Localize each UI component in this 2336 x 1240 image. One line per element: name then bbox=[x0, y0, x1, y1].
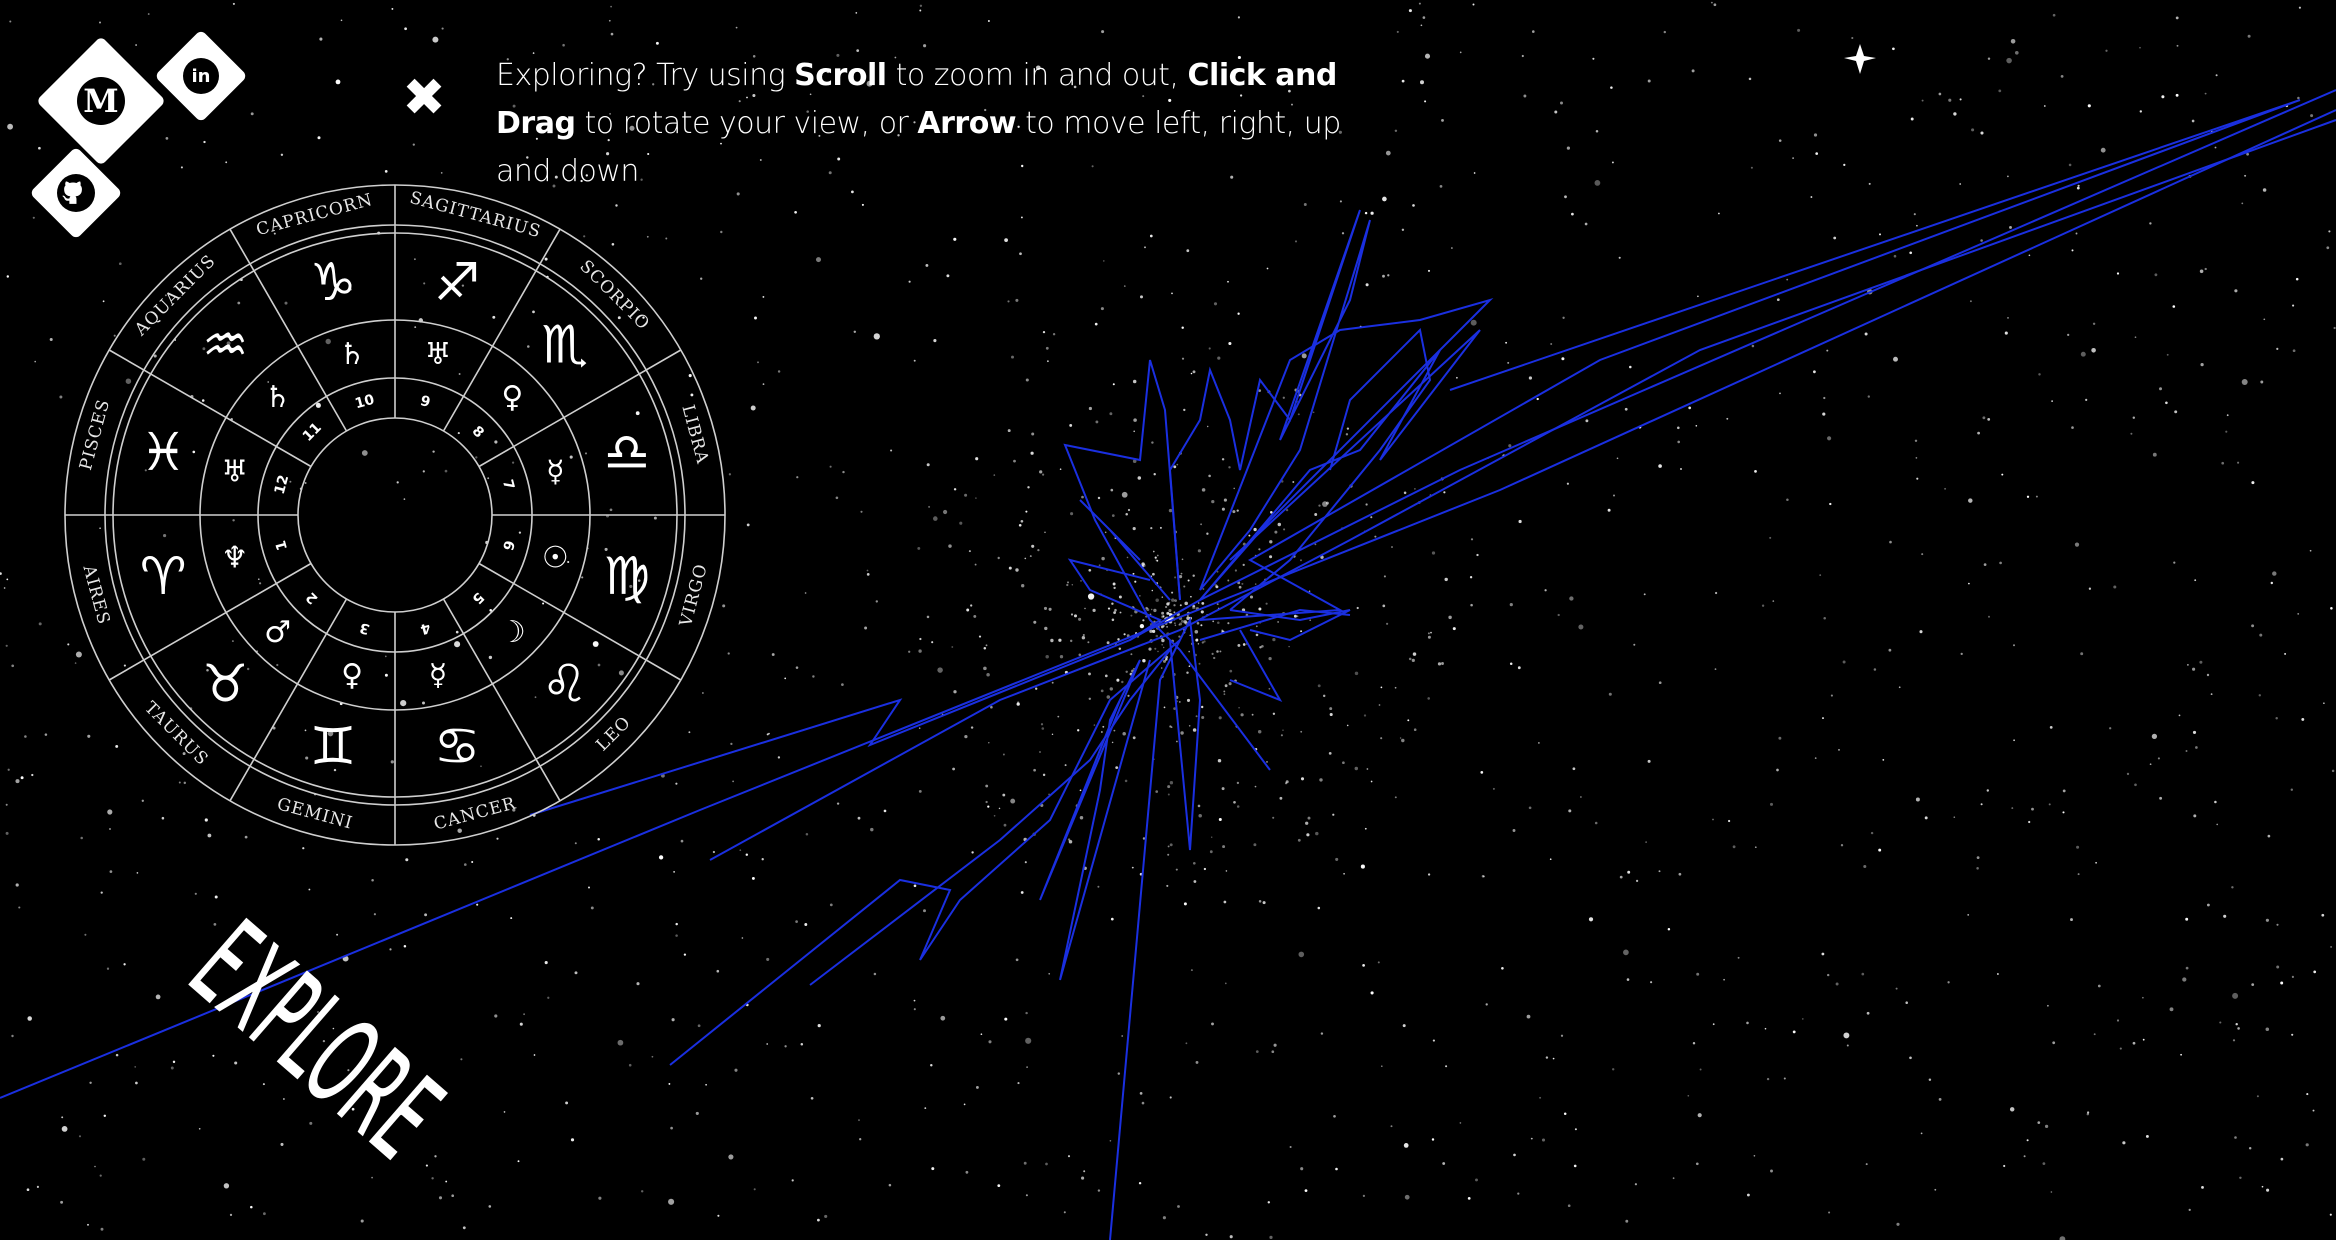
zodiac-symbol-icon: ♐ bbox=[434, 253, 481, 313]
constellation-line bbox=[1229, 327, 1432, 611]
constellation-line bbox=[1229, 629, 1283, 702]
house-number: 9 bbox=[419, 393, 433, 411]
zodiac-symbol-icon: ♏ bbox=[541, 315, 588, 375]
zodiac-sign-label: LIBRA bbox=[677, 403, 712, 467]
bright-star-icon bbox=[1844, 44, 1876, 74]
zodiac-symbol-icon: ♌ bbox=[541, 655, 588, 715]
constellation-line bbox=[669, 639, 1181, 1066]
github-icon bbox=[57, 174, 95, 212]
medium-icon: M bbox=[77, 77, 125, 125]
hint-arrow: Arrow bbox=[917, 106, 1017, 141]
wheel-ring bbox=[257, 377, 533, 653]
house-number: 7 bbox=[499, 478, 517, 492]
house-number: 11 bbox=[300, 420, 325, 445]
wheel-spoke bbox=[108, 349, 312, 468]
zodiac-symbol-icon: ♋ bbox=[434, 717, 481, 777]
zodiac-symbol-icon: ♎ bbox=[604, 423, 651, 483]
wheel-spoke bbox=[478, 562, 682, 681]
zodiac-symbol-icon: ♊ bbox=[310, 717, 357, 777]
wheel-spoke bbox=[442, 228, 561, 432]
house-number: 5 bbox=[469, 589, 487, 607]
planet-symbol-icon: ♅ bbox=[221, 455, 248, 490]
zodiac-symbol-icon: ♉ bbox=[202, 655, 249, 715]
hint-drag: Click and Drag bbox=[496, 58, 1337, 141]
planet-symbol-icon: ♀ bbox=[341, 658, 363, 693]
planet-symbol-icon: ☿ bbox=[546, 455, 564, 490]
wheel-spoke bbox=[229, 598, 348, 802]
house-number: 2 bbox=[303, 589, 321, 607]
hint-text-1: Exploring? Try using bbox=[496, 58, 795, 93]
github-link-button[interactable] bbox=[29, 146, 123, 240]
zodiac-symbol-icon: ♑ bbox=[310, 253, 357, 313]
house-number: 8 bbox=[469, 423, 487, 441]
zodiac-sign-label: VIRGO bbox=[676, 561, 712, 629]
zodiac-symbol-icon: ♍ bbox=[604, 547, 651, 607]
constellation-line bbox=[529, 89, 2336, 816]
zodiac-sign-label: CANCER bbox=[432, 793, 519, 834]
constellation-line bbox=[1109, 616, 1202, 1240]
wheel-spoke bbox=[108, 562, 312, 681]
zodiac-symbol-icon: ♈ bbox=[140, 547, 187, 607]
planet-symbol-icon: ☽ bbox=[499, 615, 526, 650]
house-number: 4 bbox=[418, 619, 432, 637]
planet-symbol-icon: ♀ bbox=[501, 380, 523, 415]
planet-symbol-icon: ♂ bbox=[264, 615, 291, 650]
house-number: 3 bbox=[358, 619, 372, 637]
constellation-line bbox=[0, 109, 2336, 1099]
wheel-spoke bbox=[442, 598, 561, 802]
zodiac-sign-label: PISCES bbox=[76, 397, 114, 473]
house-number: 10 bbox=[353, 392, 376, 413]
constellation-line bbox=[709, 119, 2336, 861]
planet-symbol-icon: ☉ bbox=[542, 540, 569, 575]
linkedin-text: in bbox=[191, 65, 211, 87]
zodiac-sign-label: AIRES bbox=[78, 562, 113, 627]
medium-letter: M bbox=[83, 82, 119, 120]
zodiac-sign-label: SAGITTARIUS bbox=[408, 188, 544, 242]
close-icon: ✖ bbox=[402, 68, 446, 128]
close-hint-button[interactable]: ✖ bbox=[400, 72, 448, 124]
house-number: 6 bbox=[499, 539, 517, 553]
house-number: 12 bbox=[272, 473, 292, 496]
hint-scroll: Scroll bbox=[794, 58, 887, 93]
zodiac-sign-label: CAPRICORN bbox=[254, 190, 375, 240]
navigation-hint: Exploring? Try using Scroll to zoom in a… bbox=[496, 52, 1396, 196]
planet-symbol-icon: ♅ bbox=[425, 337, 452, 372]
hint-text-2: to zoom in and out, bbox=[886, 58, 1188, 93]
house-number: 1 bbox=[273, 539, 291, 553]
planet-symbol-icon: ♄ bbox=[264, 380, 291, 415]
hint-text-4: to move left, right, up and down bbox=[496, 106, 1341, 189]
constellation-line bbox=[1039, 659, 1151, 981]
wheel-ring bbox=[297, 417, 493, 613]
constellation-line bbox=[1199, 329, 1481, 601]
constellation-line bbox=[1168, 209, 1371, 601]
constellation-line bbox=[1063, 359, 1271, 771]
wheel-spoke bbox=[478, 349, 682, 468]
linkedin-icon: in bbox=[183, 58, 219, 94]
constellation-line bbox=[809, 649, 1171, 986]
planet-symbol-icon: ♆ bbox=[221, 540, 248, 575]
zodiac-symbol-icon: ♓ bbox=[140, 423, 187, 483]
constellation-line bbox=[1199, 297, 1494, 601]
constellation-lines bbox=[0, 89, 2336, 1240]
planet-symbol-icon: ☿ bbox=[429, 658, 447, 693]
constellation-line bbox=[1079, 499, 1171, 601]
zodiac-symbol-icon: ♒ bbox=[202, 315, 249, 375]
constellation-line bbox=[1199, 608, 1351, 641]
wheel-spoke bbox=[229, 228, 348, 432]
constellation-line bbox=[1067, 558, 1163, 641]
hint-text-3: to rotate your view, or bbox=[575, 106, 918, 141]
planet-symbol-icon: ♄ bbox=[339, 337, 366, 372]
